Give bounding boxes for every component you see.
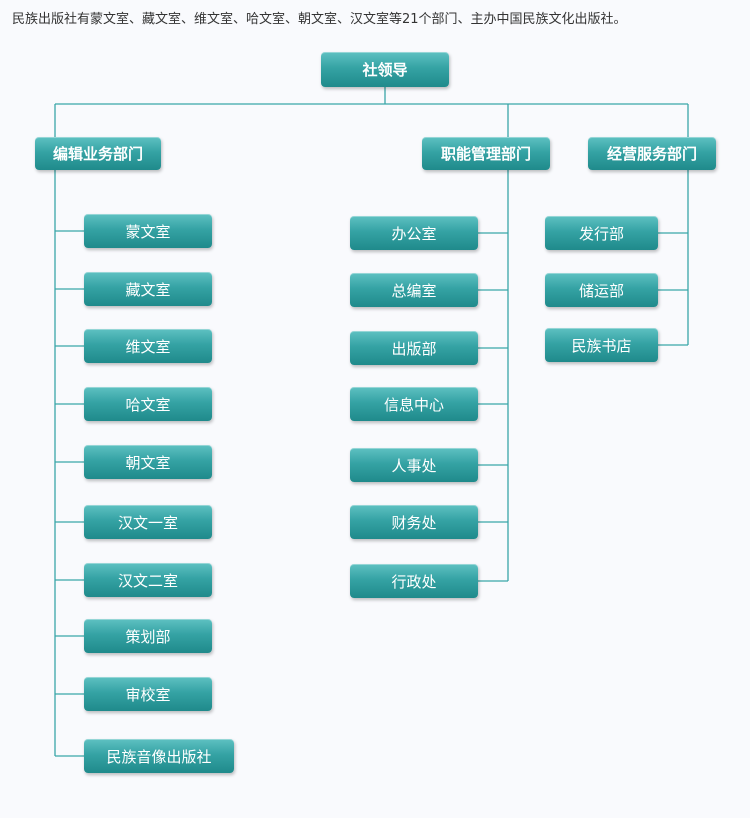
dept-functional: 职能管理部门	[422, 137, 550, 170]
unit-info-center: 信息中心	[350, 387, 478, 421]
unit-chief-editor-office: 总编室	[350, 273, 478, 307]
unit-uyghur: 维文室	[84, 329, 212, 363]
unit-hr: 人事处	[350, 448, 478, 482]
unit-bookstore: 民族书店	[545, 328, 658, 362]
unit-logistics: 储运部	[545, 273, 658, 307]
unit-distribution: 发行部	[545, 216, 658, 250]
intro-text: 民族出版社有蒙文室、藏文室、维文室、哈文室、朝文室、汉文室等21个部门、主办中国…	[12, 12, 627, 27]
unit-korean: 朝文室	[84, 445, 212, 479]
unit-finance: 财务处	[350, 505, 478, 539]
unit-audiovisual-press: 民族音像出版社	[84, 739, 234, 773]
unit-publishing: 出版部	[350, 331, 478, 365]
unit-kazakh: 哈文室	[84, 387, 212, 421]
unit-planning: 策划部	[84, 619, 212, 653]
unit-mongolian: 蒙文室	[84, 214, 212, 248]
dept-editorial: 编辑业务部门	[35, 137, 161, 170]
unit-proofreading: 审校室	[84, 677, 212, 711]
dept-business: 经营服务部门	[588, 137, 716, 170]
unit-office: 办公室	[350, 216, 478, 250]
unit-administration: 行政处	[350, 564, 478, 598]
unit-chinese-2: 汉文二室	[84, 563, 212, 597]
root-node: 社领导	[321, 52, 449, 87]
unit-tibetan: 藏文室	[84, 272, 212, 306]
unit-chinese-1: 汉文一室	[84, 505, 212, 539]
